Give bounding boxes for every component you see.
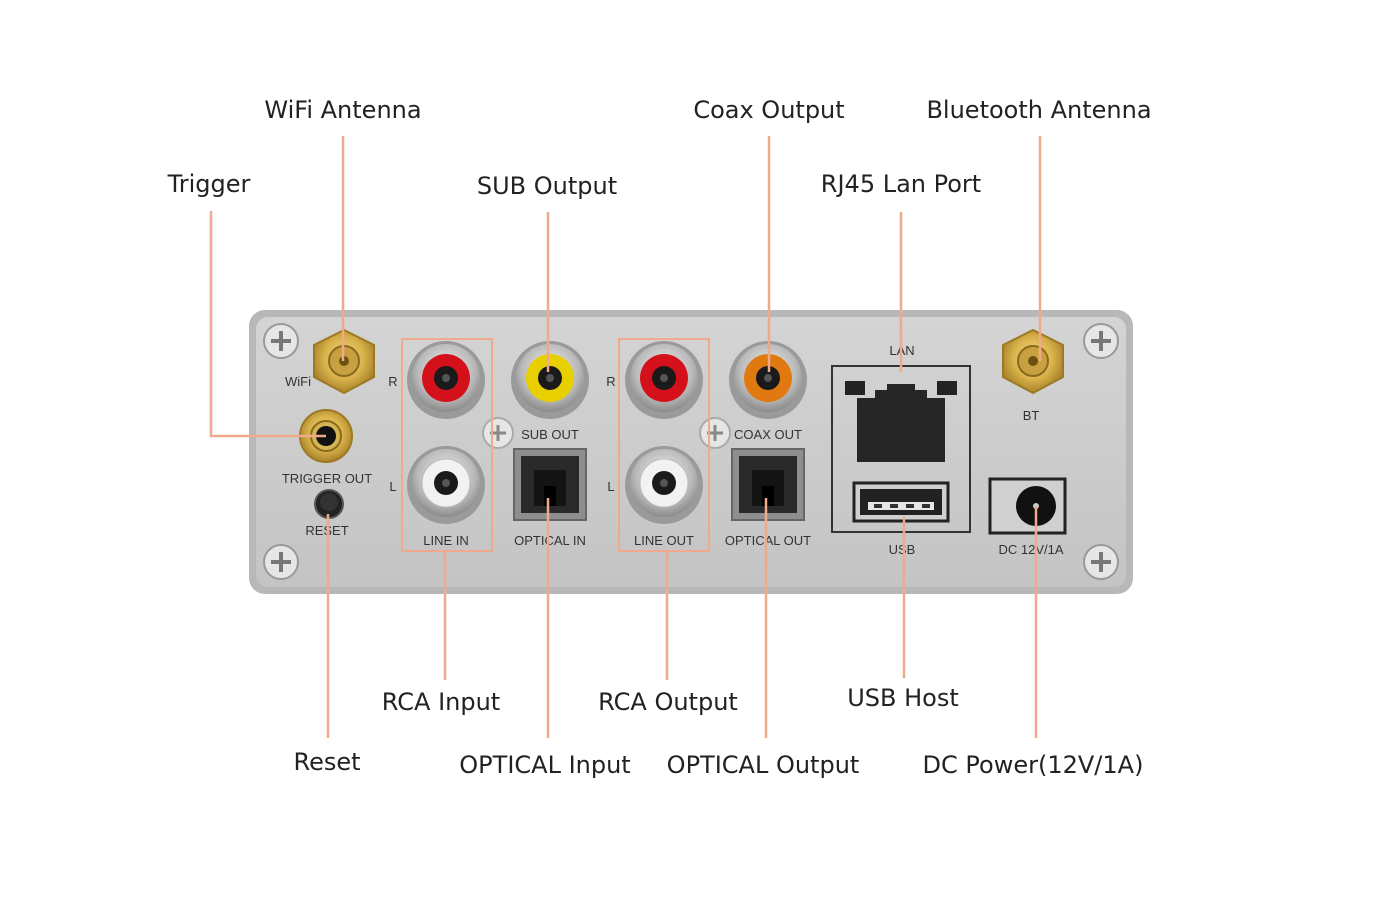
rca-jack-red [407,341,485,419]
leader-lines [209,136,1042,738]
callout-usb-host: USB Host [847,684,959,712]
wifi-label: WiFi [285,374,311,389]
line-out-l-label: L [607,479,614,494]
callout-optical-input: OPTICAL Input [459,751,631,779]
coax-out-label: COAX OUT [734,427,802,442]
callout-coax-output: Coax Output [693,96,845,124]
trigger-out-jack [299,409,353,463]
callout-wifi-antenna: WiFi Antenna [264,96,422,124]
line-in-highlight-box [401,338,493,552]
callout-rj45-lan-port: RJ45 Lan Port [820,170,982,198]
screw-icon [482,417,514,449]
screw-icon [699,417,731,449]
callout-rca-output: RCA Output [598,688,738,716]
callout-bluetooth-antenna: Bluetooth Antenna [926,96,1152,124]
optical-in-port [513,448,587,521]
rca-jack-white [625,446,703,524]
rj45-port [845,381,957,462]
optical-out-port [731,448,805,521]
callout-dc-power: DC Power(12V/1A) [922,751,1144,779]
rca-jack-red [625,341,703,419]
optical-in-label: OPTICAL IN [514,533,586,548]
usb-label: USB [889,542,916,557]
optical-out-label: OPTICAL OUT [725,533,811,548]
line-out-label: LINE OUT [634,533,694,548]
screw-icon [1083,544,1119,580]
trigger-out-label: TRIGGER OUT [282,471,372,486]
rca-jack-orange [729,341,807,419]
usb-port [852,481,950,523]
sub-out-label: SUB OUT [521,427,579,442]
rca-jack-yellow [511,341,589,419]
screw-icon [263,544,299,580]
bt-label: BT [1023,408,1040,423]
dc-power-jack [988,477,1067,535]
rca-jack-white [407,446,485,524]
callout-sub-output: SUB Output [476,172,618,200]
screw-icon [1083,323,1119,359]
wifi-antenna-connector [313,328,375,395]
line-out-highlight-box [618,338,710,552]
screw-icon [263,323,299,359]
leader-line-trigger [209,211,326,438]
callout-trigger: Trigger [167,170,251,198]
line-out-r-label: R [606,374,615,389]
callout-rca-input: RCA Input [381,688,501,716]
line-in-label: LINE IN [423,533,469,548]
reset-button [314,489,344,519]
callout-optical-output: OPTICAL Output [666,751,860,779]
dc-label: DC 12V/1A [998,542,1063,557]
line-in-l-label: L [389,479,396,494]
callout-reset: Reset [293,748,361,776]
line-in-r-label: R [388,374,397,389]
